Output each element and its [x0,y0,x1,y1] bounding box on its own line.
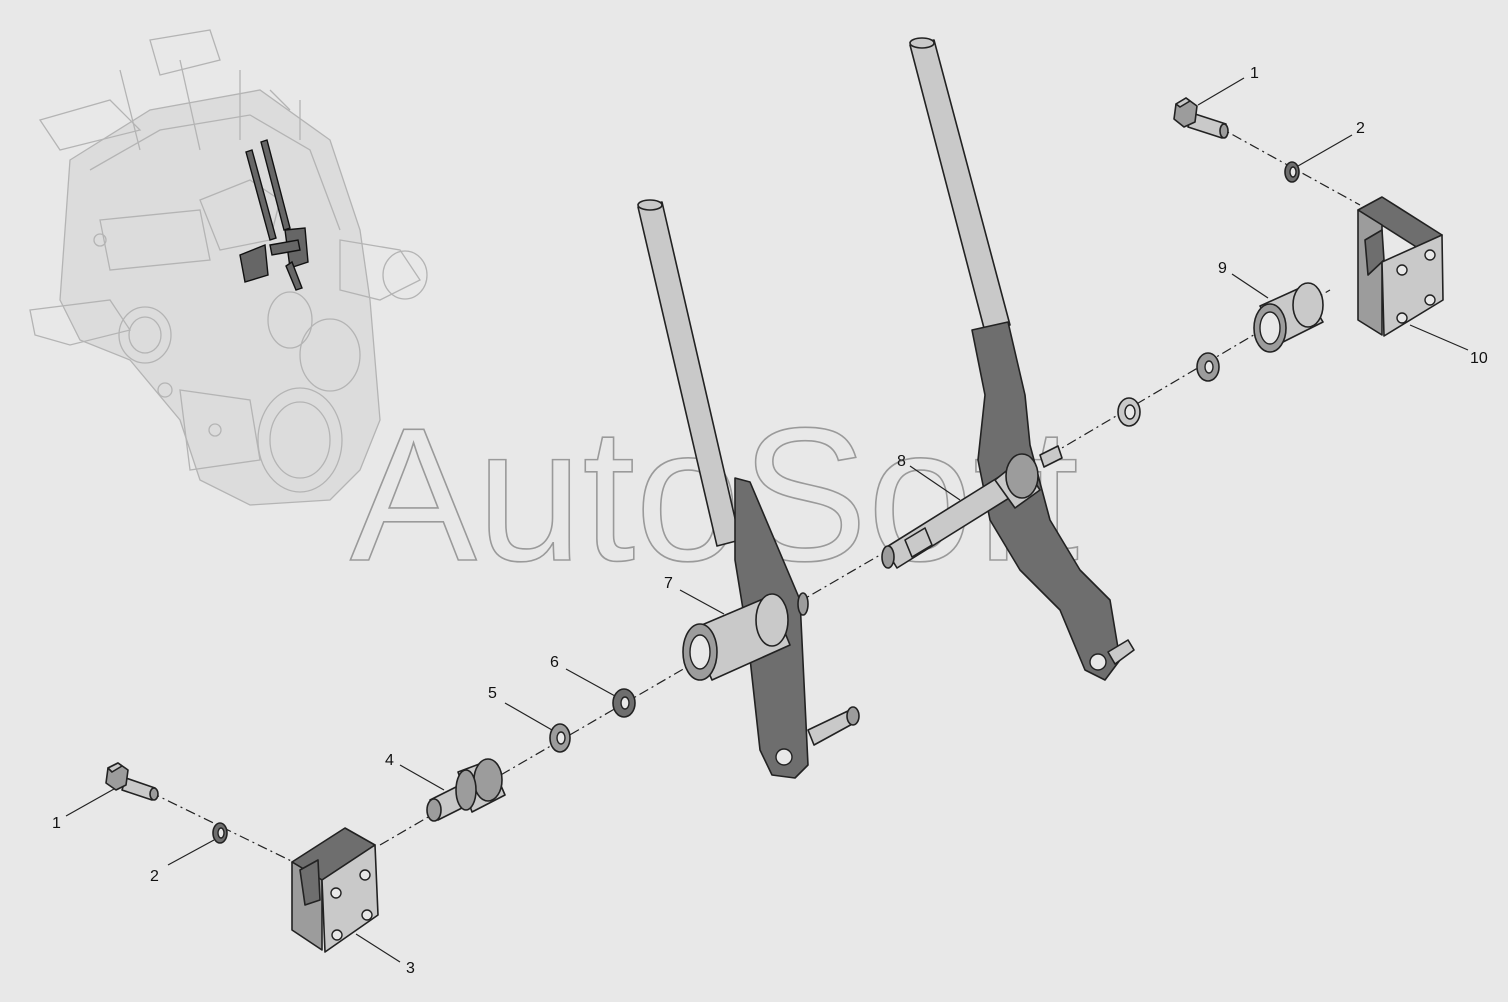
bolt-part-1-bottom [105,762,159,801]
callout-4: 4 [385,752,394,769]
bracket-part-3 [291,827,379,953]
washer-part-2-bottom [212,822,228,844]
ring-part-6 [612,688,636,718]
callout-labels: 1 2 10 9 8 7 6 5 4 1 2 3 [52,65,1488,977]
callout-2-bottom: 2 [150,868,159,885]
lever-part-7 [637,199,860,779]
callout-9: 9 [1218,260,1227,277]
leader-lines [65,77,1469,963]
gearbox-locator-inset [29,29,428,506]
callout-10: 10 [1470,350,1488,367]
callout-1-top: 1 [1250,65,1259,82]
callout-7: 7 [664,575,673,592]
sleeve-part-9 [1253,282,1324,353]
washer-part-2-top [1284,161,1300,183]
ring-upper-left [1117,397,1141,427]
callout-2-top: 2 [1356,120,1365,137]
bushing-part-4 [426,758,506,822]
callout-8: 8 [897,453,906,470]
bolt-part-1-top [1173,97,1229,139]
highlighted-lever-assembly [239,139,309,291]
callout-6: 6 [550,654,559,671]
callout-1-bottom: 1 [52,815,61,832]
lever-part-8 [881,37,1135,681]
callout-3: 3 [406,960,415,977]
callout-5: 5 [488,685,497,702]
ring-part-5 [549,723,571,753]
ring-upper-right [1196,352,1220,382]
bracket-part-10 [1357,196,1444,337]
